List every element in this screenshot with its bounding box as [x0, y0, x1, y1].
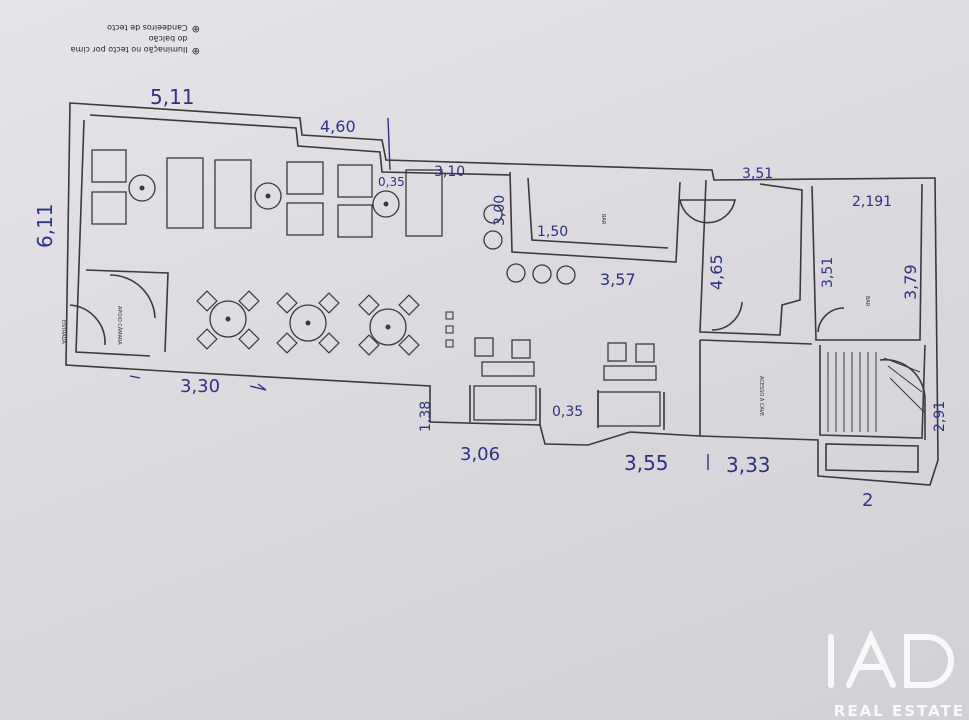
label-bar-2: BAR [864, 296, 870, 307]
round-table [128, 174, 156, 202]
armchair [286, 161, 324, 195]
label-bar-1: BAR [600, 214, 606, 225]
storage-room-wall [699, 179, 803, 336]
round-table [369, 308, 407, 346]
inner-wall-top [89, 114, 511, 176]
stair-treads [827, 352, 925, 432]
dim-379: 3,79 [901, 264, 920, 300]
dim-300: 3,00 [492, 195, 508, 226]
wc-room-wall [811, 183, 923, 341]
apoio-room-wall [85, 269, 169, 353]
dim-330: 3,30 [180, 376, 220, 397]
armchair [286, 202, 324, 236]
dimension-marks [129, 117, 709, 470]
bar-counter-inner [527, 177, 669, 249]
dim-035: 0,35 [378, 175, 405, 189]
dim-351-top: 3,51 [742, 166, 773, 182]
cave-access-partition [699, 339, 813, 436]
lower-booths [473, 337, 661, 427]
dim-310: 3,10 [434, 164, 465, 180]
storage-door-swing [711, 301, 743, 331]
dim-460: 4,60 [320, 117, 356, 136]
inner-wall-left [75, 119, 151, 357]
dim-355: 3,55 [624, 451, 669, 475]
dim-611: 6,11 [33, 203, 57, 248]
column-markers [445, 311, 454, 348]
sofa [214, 159, 252, 229]
brand-watermark: REAL ESTATE [819, 615, 969, 720]
label-acesso-cave: ACESSO À CAVE [758, 376, 765, 416]
wash-basin [679, 199, 736, 224]
wc-door-swing [817, 307, 845, 333]
round-tables [128, 174, 407, 346]
dim-351-right: 3,51 [820, 257, 836, 288]
room-labels: ENTRADA APOIO CÂMARA BAR BAR ACESSO À CA… [60, 214, 870, 416]
label-apoio: APOIO CÂMARA [116, 306, 123, 345]
dim-333: 3,33 [726, 453, 771, 477]
sofa [166, 157, 204, 229]
sofa [405, 169, 443, 237]
outer-wall [65, 102, 939, 486]
bar-stools [483, 204, 576, 285]
brand-subtitle: REAL ESTATE [833, 702, 965, 720]
apoio-door-swing [109, 274, 156, 319]
dim-357: 3,57 [600, 270, 636, 289]
plan-walls [65, 102, 939, 486]
dim-511: 5,11 [150, 85, 195, 109]
dimension-labels: 5,11 4,60 6,11 0,35 3,10 3,00 1,50 3,57 … [33, 85, 948, 511]
ceiling-lamp-dots [139, 185, 391, 330]
round-table [372, 190, 400, 218]
iad-logo-icon [828, 629, 954, 688]
dim-306: 3,06 [460, 444, 500, 465]
dim-2191: 2,191 [852, 194, 892, 210]
stair-landing [825, 443, 919, 473]
dim-291: 2,91 [932, 401, 948, 432]
dim-0935: 0,35 [552, 404, 583, 420]
armchair [91, 149, 127, 183]
round-table [289, 304, 327, 342]
bar-counter-outline [509, 171, 681, 263]
dim-2: 2 [862, 490, 873, 511]
dim-138: 1,38 [418, 401, 434, 432]
round-table [254, 182, 282, 210]
armchair [337, 204, 373, 238]
table-chairs [196, 290, 420, 356]
dim-465: 4,65 [707, 254, 726, 290]
armchair [91, 191, 127, 225]
round-table [209, 300, 247, 338]
entrada-door-swing [69, 304, 106, 346]
dim-150: 1,50 [537, 224, 568, 240]
upper-seating [91, 149, 443, 238]
booth-dividers [469, 385, 665, 430]
armchair [337, 164, 373, 198]
label-entrada: ENTRADA [60, 320, 66, 344]
